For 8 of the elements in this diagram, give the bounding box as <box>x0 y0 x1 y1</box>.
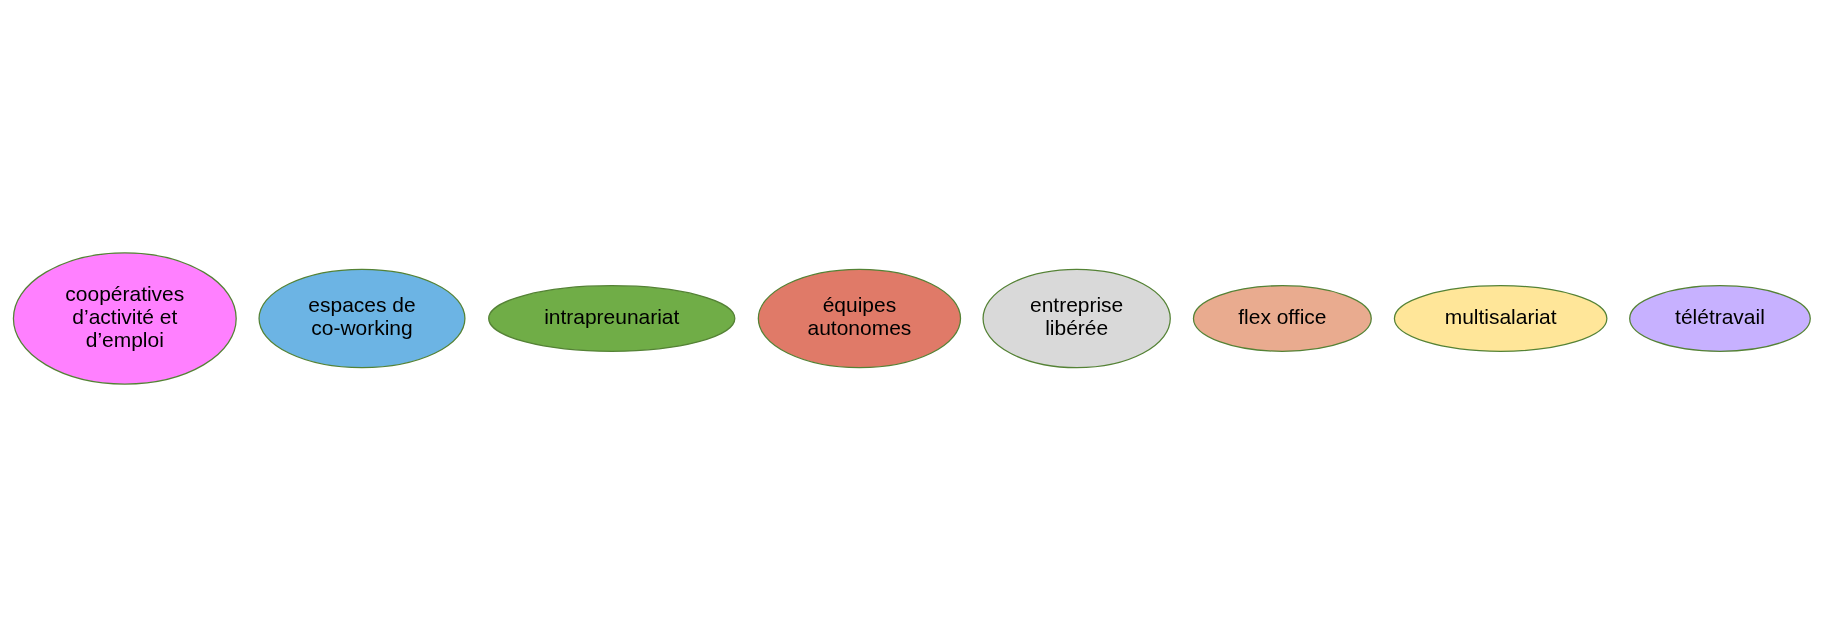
node-ellipse: intrapreunariat <box>488 285 736 352</box>
node-ellipse: télétravail <box>1629 285 1811 352</box>
node-ellipse: coopératives d’activité et d’emploi <box>12 252 237 385</box>
node-ellipse: multisalariat <box>1393 285 1608 352</box>
node-ellipse: espaces de co-working <box>258 268 466 369</box>
node-ellipse: entreprise libérée <box>982 268 1171 369</box>
node-ellipse: flex office <box>1192 285 1372 352</box>
node-ellipse: équipes autonomes <box>757 268 962 369</box>
